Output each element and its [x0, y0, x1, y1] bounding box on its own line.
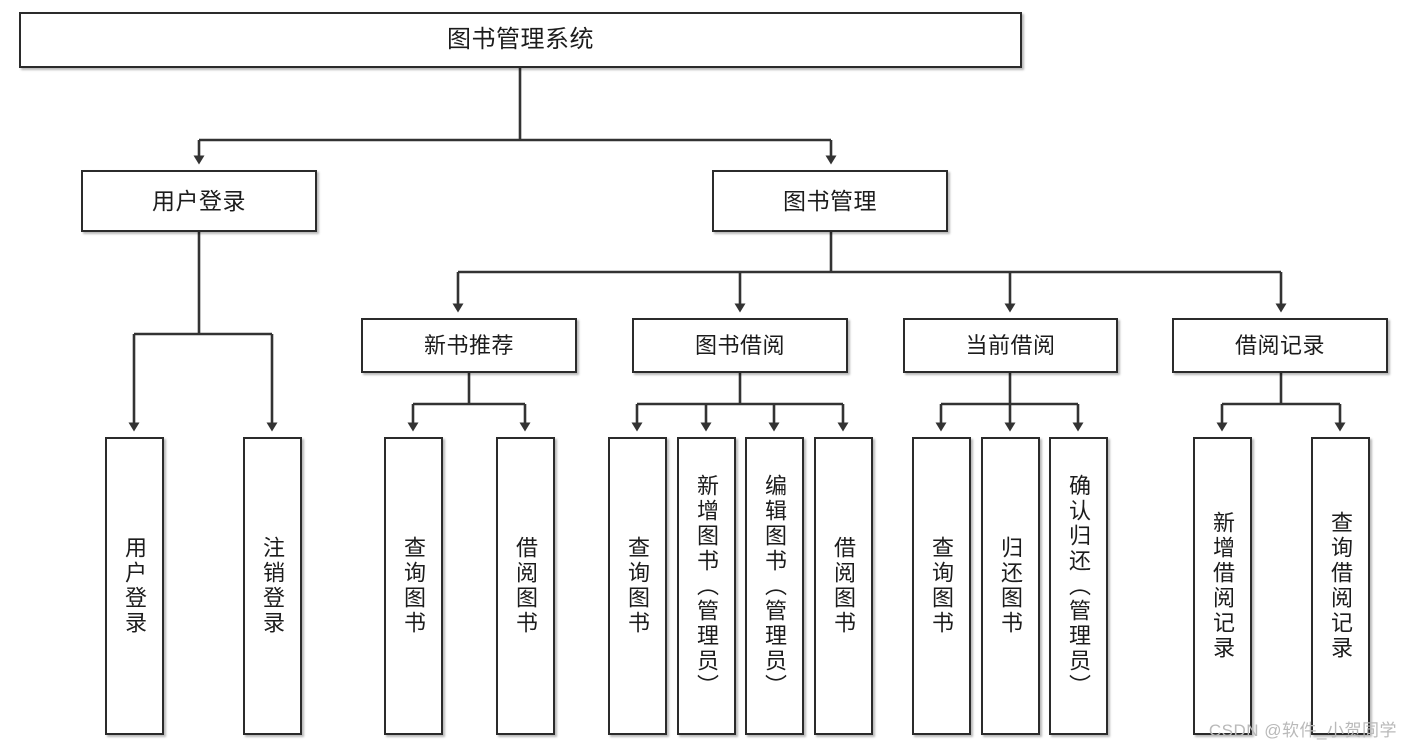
- node-label: 查询图书: [401, 536, 427, 636]
- leaf-user-login-login[interactable]: 用户登录: [105, 437, 164, 735]
- node-user-login[interactable]: 用户登录: [81, 170, 317, 232]
- leaf-new-book-query-book[interactable]: 查询图书: [384, 437, 443, 735]
- node-label: 借阅图书: [831, 536, 857, 636]
- leaf-current-borrow-return-book[interactable]: 归还图书: [981, 437, 1040, 735]
- leaf-book-borrow-query-book[interactable]: 查询图书: [608, 437, 667, 735]
- leaf-borrow-record-query-record[interactable]: 查询借阅记录: [1311, 437, 1370, 735]
- node-label: 确认归还（管理员）: [1066, 473, 1092, 699]
- node-label: 用户登录: [152, 187, 246, 214]
- leaf-user-login-logout[interactable]: 注销登录: [243, 437, 302, 735]
- node-label: 图书借阅: [694, 332, 785, 358]
- leaf-new-book-borrow-book[interactable]: 借阅图书: [496, 437, 555, 735]
- csdn-watermark: CSDN @软件_小贺同学: [1208, 721, 1397, 740]
- leaf-current-borrow-confirm-return-admin[interactable]: 确认归还（管理员）: [1049, 437, 1108, 735]
- leaf-borrow-record-add-record[interactable]: 新增借阅记录: [1193, 437, 1252, 735]
- node-current-borrow[interactable]: 当前借阅: [903, 318, 1118, 373]
- leaf-book-borrow-borrow-book[interactable]: 借阅图书: [814, 437, 873, 735]
- node-label: 当前借阅: [965, 332, 1056, 358]
- node-label: 编辑图书（管理员）: [762, 473, 788, 699]
- node-label: 注销登录: [260, 536, 286, 636]
- leaf-current-borrow-query-book[interactable]: 查询图书: [912, 437, 971, 735]
- node-book-borrow[interactable]: 图书借阅: [632, 318, 848, 373]
- node-root-book-management-system[interactable]: 图书管理系统: [19, 12, 1022, 68]
- node-new-book-recommend[interactable]: 新书推荐: [361, 318, 577, 373]
- node-label: 借阅图书: [513, 536, 539, 636]
- node-label: 用户登录: [122, 536, 148, 636]
- node-label: 查询图书: [929, 536, 955, 636]
- node-label: 查询图书: [625, 536, 651, 636]
- node-label: 查询借阅记录: [1328, 511, 1354, 661]
- node-label: 借阅记录: [1234, 332, 1325, 358]
- leaf-book-borrow-add-book-admin[interactable]: 新增图书（管理员）: [677, 437, 736, 735]
- node-label: 新增图书（管理员）: [694, 473, 720, 699]
- node-label: 新增借阅记录: [1210, 511, 1236, 661]
- node-label: 图书管理系统: [447, 26, 594, 54]
- node-borrow-record[interactable]: 借阅记录: [1172, 318, 1388, 373]
- leaf-book-borrow-edit-book-admin[interactable]: 编辑图书（管理员）: [745, 437, 804, 735]
- node-label: 归还图书: [998, 536, 1024, 636]
- node-book-management[interactable]: 图书管理: [712, 170, 948, 232]
- node-label: 新书推荐: [423, 332, 514, 358]
- node-label: 图书管理: [783, 187, 877, 214]
